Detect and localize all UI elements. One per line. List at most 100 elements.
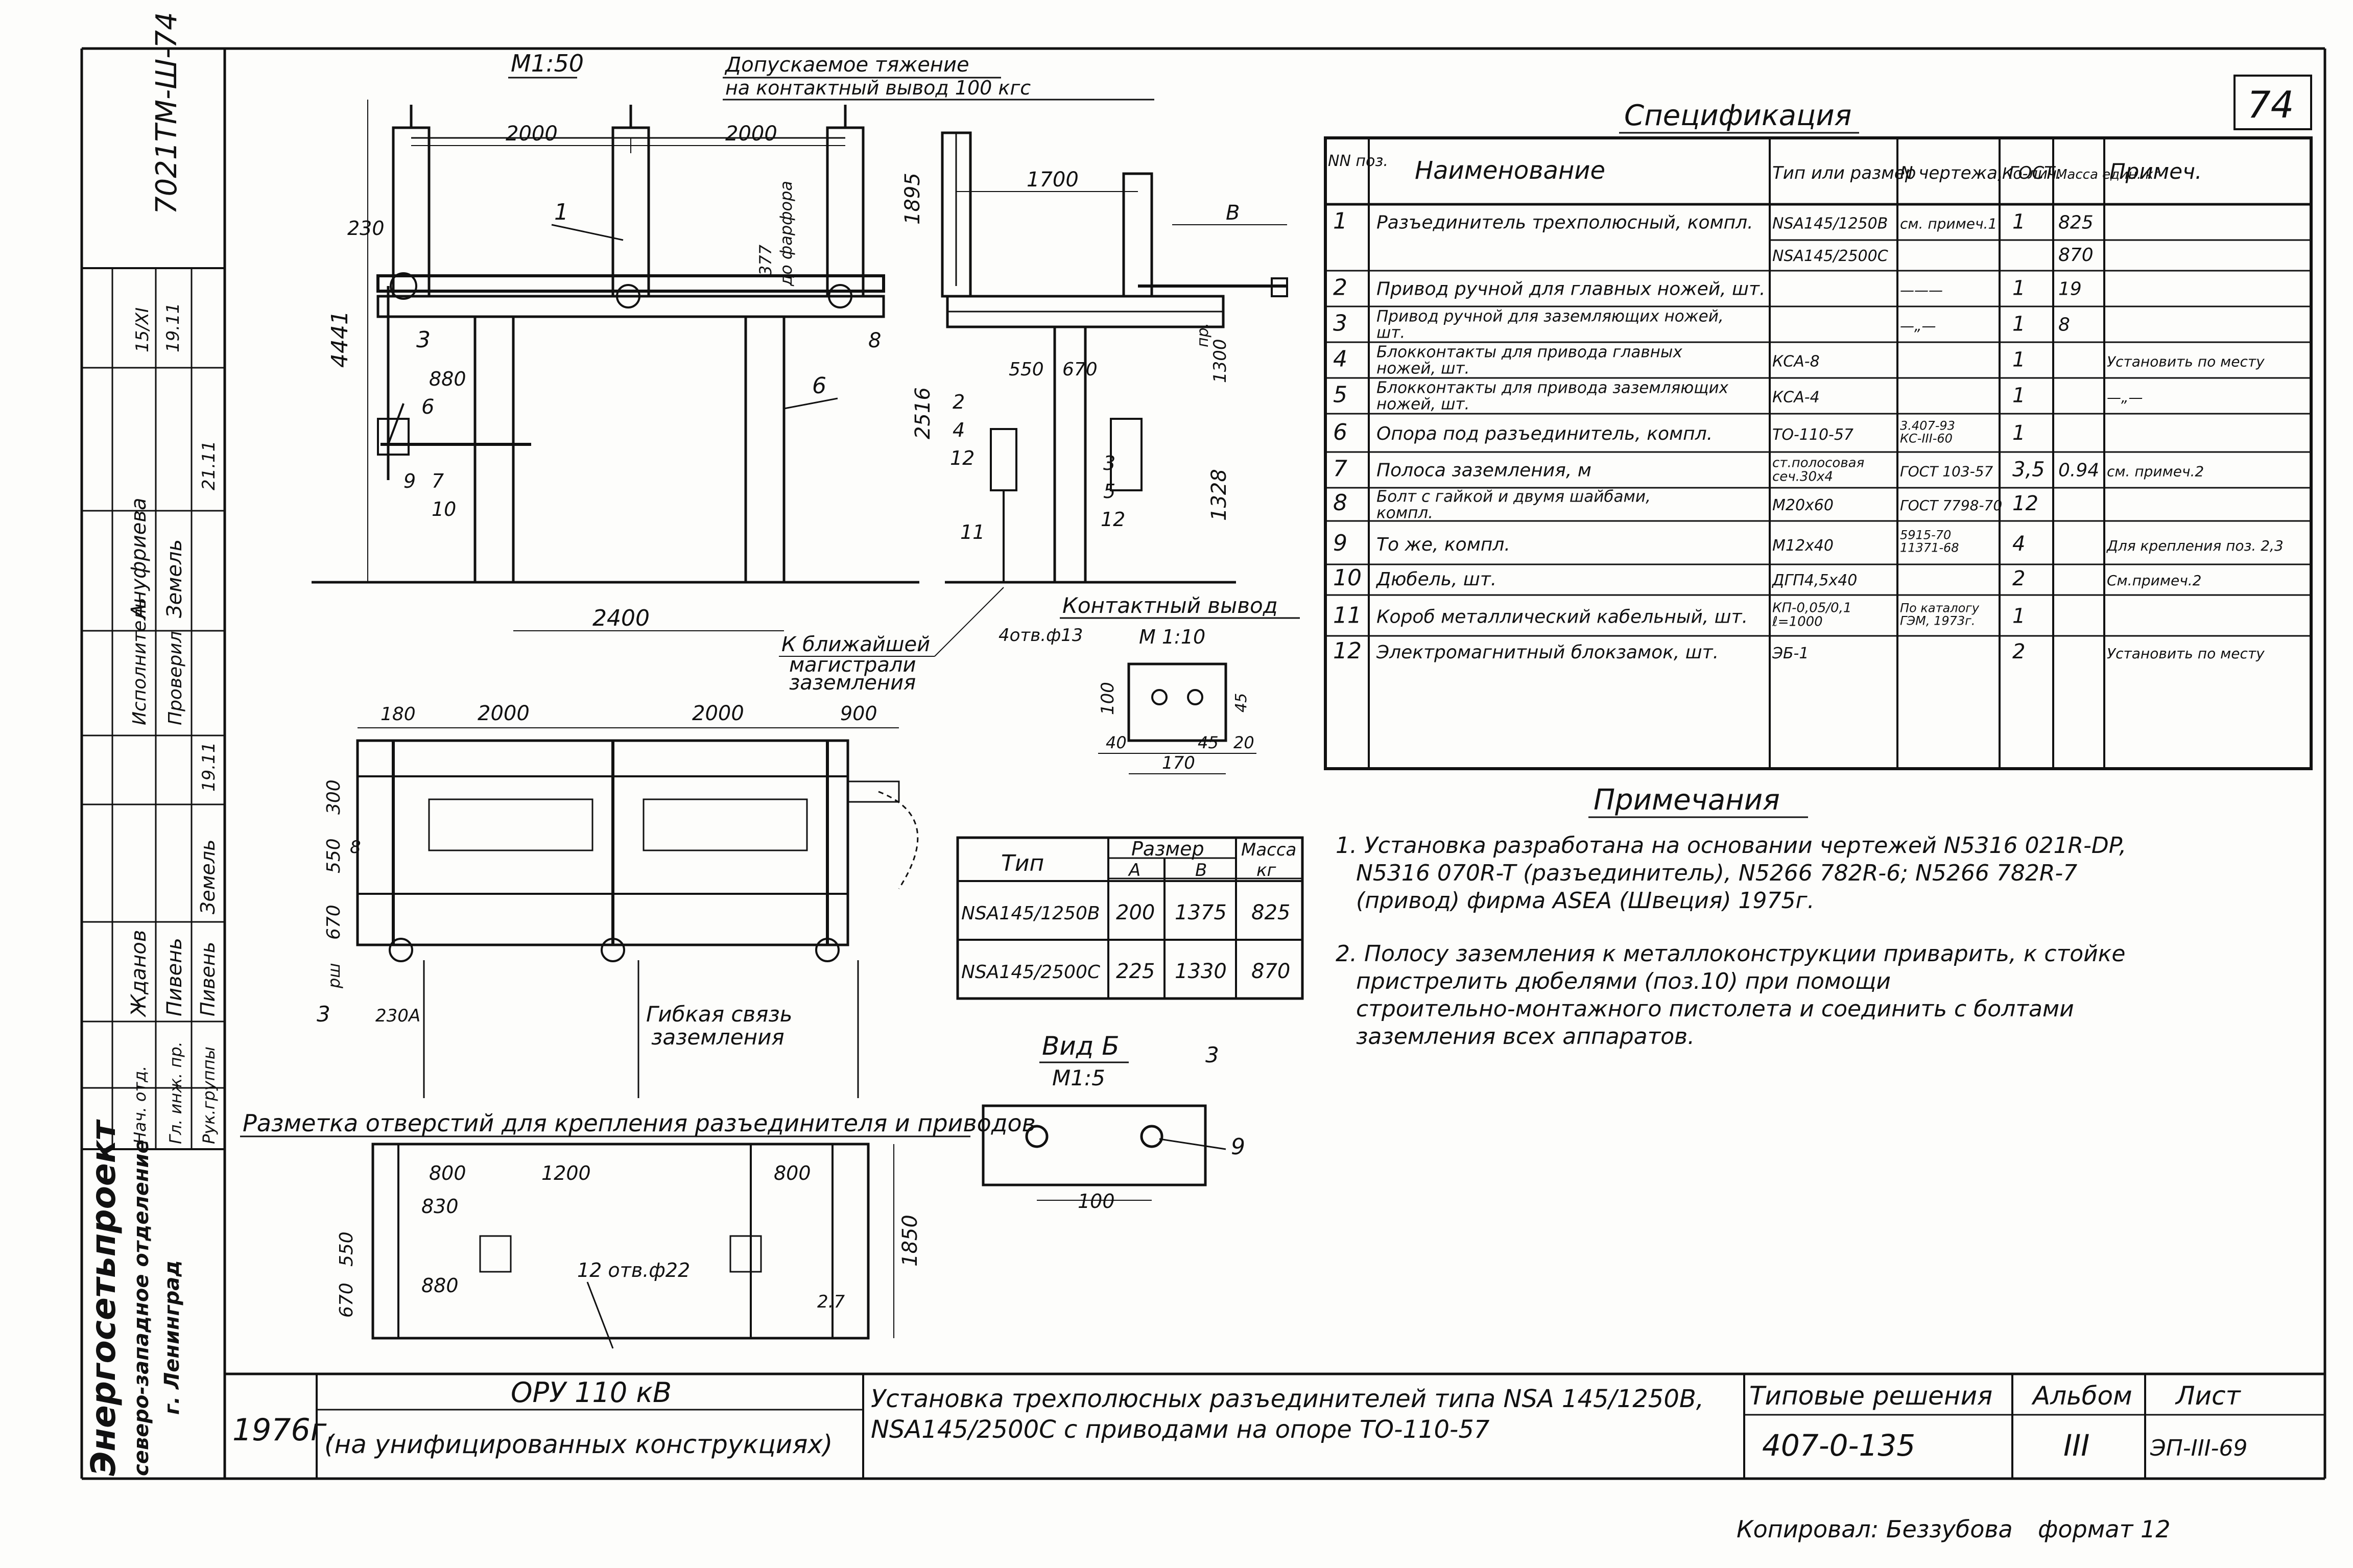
pos-cell: 4: [1333, 346, 1347, 372]
ground-note: К ближайшей магистрали заземления: [779, 587, 1004, 695]
spec-head-pos: NN поз.: [1328, 152, 1388, 170]
pos-cell: 5: [1333, 382, 1347, 408]
size-row-2: NSA145/2500C 225 1330 870: [961, 960, 1290, 983]
size-head-b: В: [1195, 860, 1207, 881]
view-b-dim-100: 100: [1078, 1190, 1115, 1213]
sheet-frame: [80, 47, 2326, 1480]
side-pos-2: 2: [953, 391, 965, 413]
pos-6-small: 6: [421, 395, 434, 419]
support-post-2: [744, 315, 786, 584]
dim-670: 670: [1062, 359, 1098, 380]
title-main-1: Установка трехполюсных разъединителей ти…: [871, 1385, 1704, 1413]
plan-pos-3: 3: [317, 1002, 330, 1027]
qty-cell: 2: [2012, 640, 2025, 663]
marking-dim-27: 2.7: [817, 1292, 845, 1312]
pos-cell: 3: [1333, 311, 1347, 337]
marking-holes: 12 отв.ф22: [577, 1259, 690, 1281]
name-cell: То же, компл.: [1376, 534, 1510, 555]
role-chief-eng: Гл. инж. пр.: [166, 1041, 185, 1144]
dim-2000-a: 2000: [506, 122, 558, 146]
plan-dim-230: 230: [375, 1006, 409, 1026]
name-cell: Полоса заземления, м: [1376, 460, 1591, 481]
size-head-size: Размер: [1131, 838, 1204, 860]
plan-dim-670: 670: [323, 905, 344, 940]
album-label: Альбом: [2031, 1381, 2132, 1411]
side-pos-5: 5: [1103, 480, 1115, 503]
plan-dim-900: 900: [840, 702, 877, 725]
notes-lines: 1. Установка разработана на основании че…: [1336, 833, 2126, 1050]
note-cell: Установить по месту: [2107, 353, 2265, 370]
ground-note-1: К ближайшей: [781, 633, 930, 656]
terminal-scale: М 1:10: [1139, 626, 1205, 648]
pos-cell: 1: [1333, 208, 1347, 234]
pos-cell: 11: [1333, 602, 1362, 628]
qty-cell: 1: [2012, 277, 2025, 300]
plan-dim-300: 300: [323, 779, 344, 815]
format-label: формат 12: [2038, 1515, 2171, 1543]
type-cell: М12х40: [1772, 537, 1834, 555]
gost-cell: —„—: [1900, 318, 1936, 335]
view-b-title: Вид Б: [1042, 1031, 1120, 1061]
pos-cell: 12: [1333, 638, 1362, 664]
ground-note-2: магистрали: [789, 653, 916, 677]
size-table: Тип Размер Масса А В кг NSA145/1250B 200…: [956, 836, 1304, 1000]
plan-view: 180 2000 2000 900 300 550 670 рш 230 A 8…: [317, 702, 919, 1098]
size-type: NSA145/1250B: [961, 903, 1100, 924]
name-cell: Дюбель, шт.: [1375, 569, 1496, 590]
size-row-1: NSA145/1250B 200 1375 825: [961, 901, 1290, 924]
spec-head-note: Примеч.: [2109, 159, 2202, 184]
ground-note-3: заземления: [789, 671, 916, 695]
dim-550: 550: [1009, 359, 1044, 380]
plan-dim-2000b: 2000: [692, 702, 744, 725]
terminal-title: Контактный вывод: [1062, 593, 1278, 618]
flex-label-2: заземления: [651, 1025, 785, 1050]
pos-7: 7: [432, 470, 444, 492]
size-a: 225: [1116, 960, 1155, 983]
side-pos-11: 11: [960, 521, 985, 543]
side-pos-12b: 12: [1101, 508, 1125, 531]
pos-8: 8: [868, 329, 881, 352]
spec-head-gost: N чертежа, ГОСТ: [1900, 163, 2056, 183]
size-mass: 870: [1251, 960, 1290, 983]
dim-880: 880: [429, 368, 466, 390]
type-cell: NSA145/2500C: [1772, 247, 1888, 265]
name-dept-head: Жданов: [127, 930, 151, 1018]
pos-cell: 10: [1333, 565, 1362, 591]
spec-head-mass: Масса един. кг: [2056, 167, 2160, 182]
plan-frame: [356, 739, 849, 946]
qty-cell: 1: [2012, 313, 2025, 336]
dim-377: 377: [756, 244, 775, 276]
name-executor-2: Земель: [163, 539, 186, 618]
size-head-kg: кг: [1256, 860, 1277, 881]
dim-rot: пр.: [1194, 323, 1212, 347]
size-mass: 825: [1251, 901, 1290, 924]
title-object-2: (на унифицированных конструкциях): [324, 1430, 833, 1459]
name-cell: Привод ручной для главных ножей, шт.: [1376, 279, 1765, 300]
qty-cell: 1: [2012, 348, 2025, 372]
name-executor: Ануфриева: [127, 498, 151, 620]
org-name: Энергосетьпроект: [84, 1119, 123, 1476]
plan-dim-a: A: [408, 1006, 420, 1026]
marking-title: Разметка отверстий для крепления разъеди…: [243, 1109, 1036, 1137]
mass-cell: 825: [2058, 212, 2094, 233]
top-labels: М1:50 Допускаемое тяжение на контактный …: [508, 50, 2312, 130]
pos-1: 1: [554, 199, 568, 225]
size-a: 200: [1116, 901, 1155, 924]
size-head-type: Тип: [1001, 850, 1044, 876]
terminal-holes: 4отв.ф13: [999, 625, 1083, 646]
front-view: 2000 2000 230 4441 880 2400 377 до фарфо…: [312, 100, 919, 631]
pos-6: 6: [812, 373, 826, 399]
name-cell: Привод ручной для заземляющих ножей,шт.: [1376, 307, 1724, 342]
name-cell: Короб металлический кабельный, шт.: [1376, 606, 1748, 627]
terminal-dim-45-side: 45: [1232, 693, 1250, 712]
